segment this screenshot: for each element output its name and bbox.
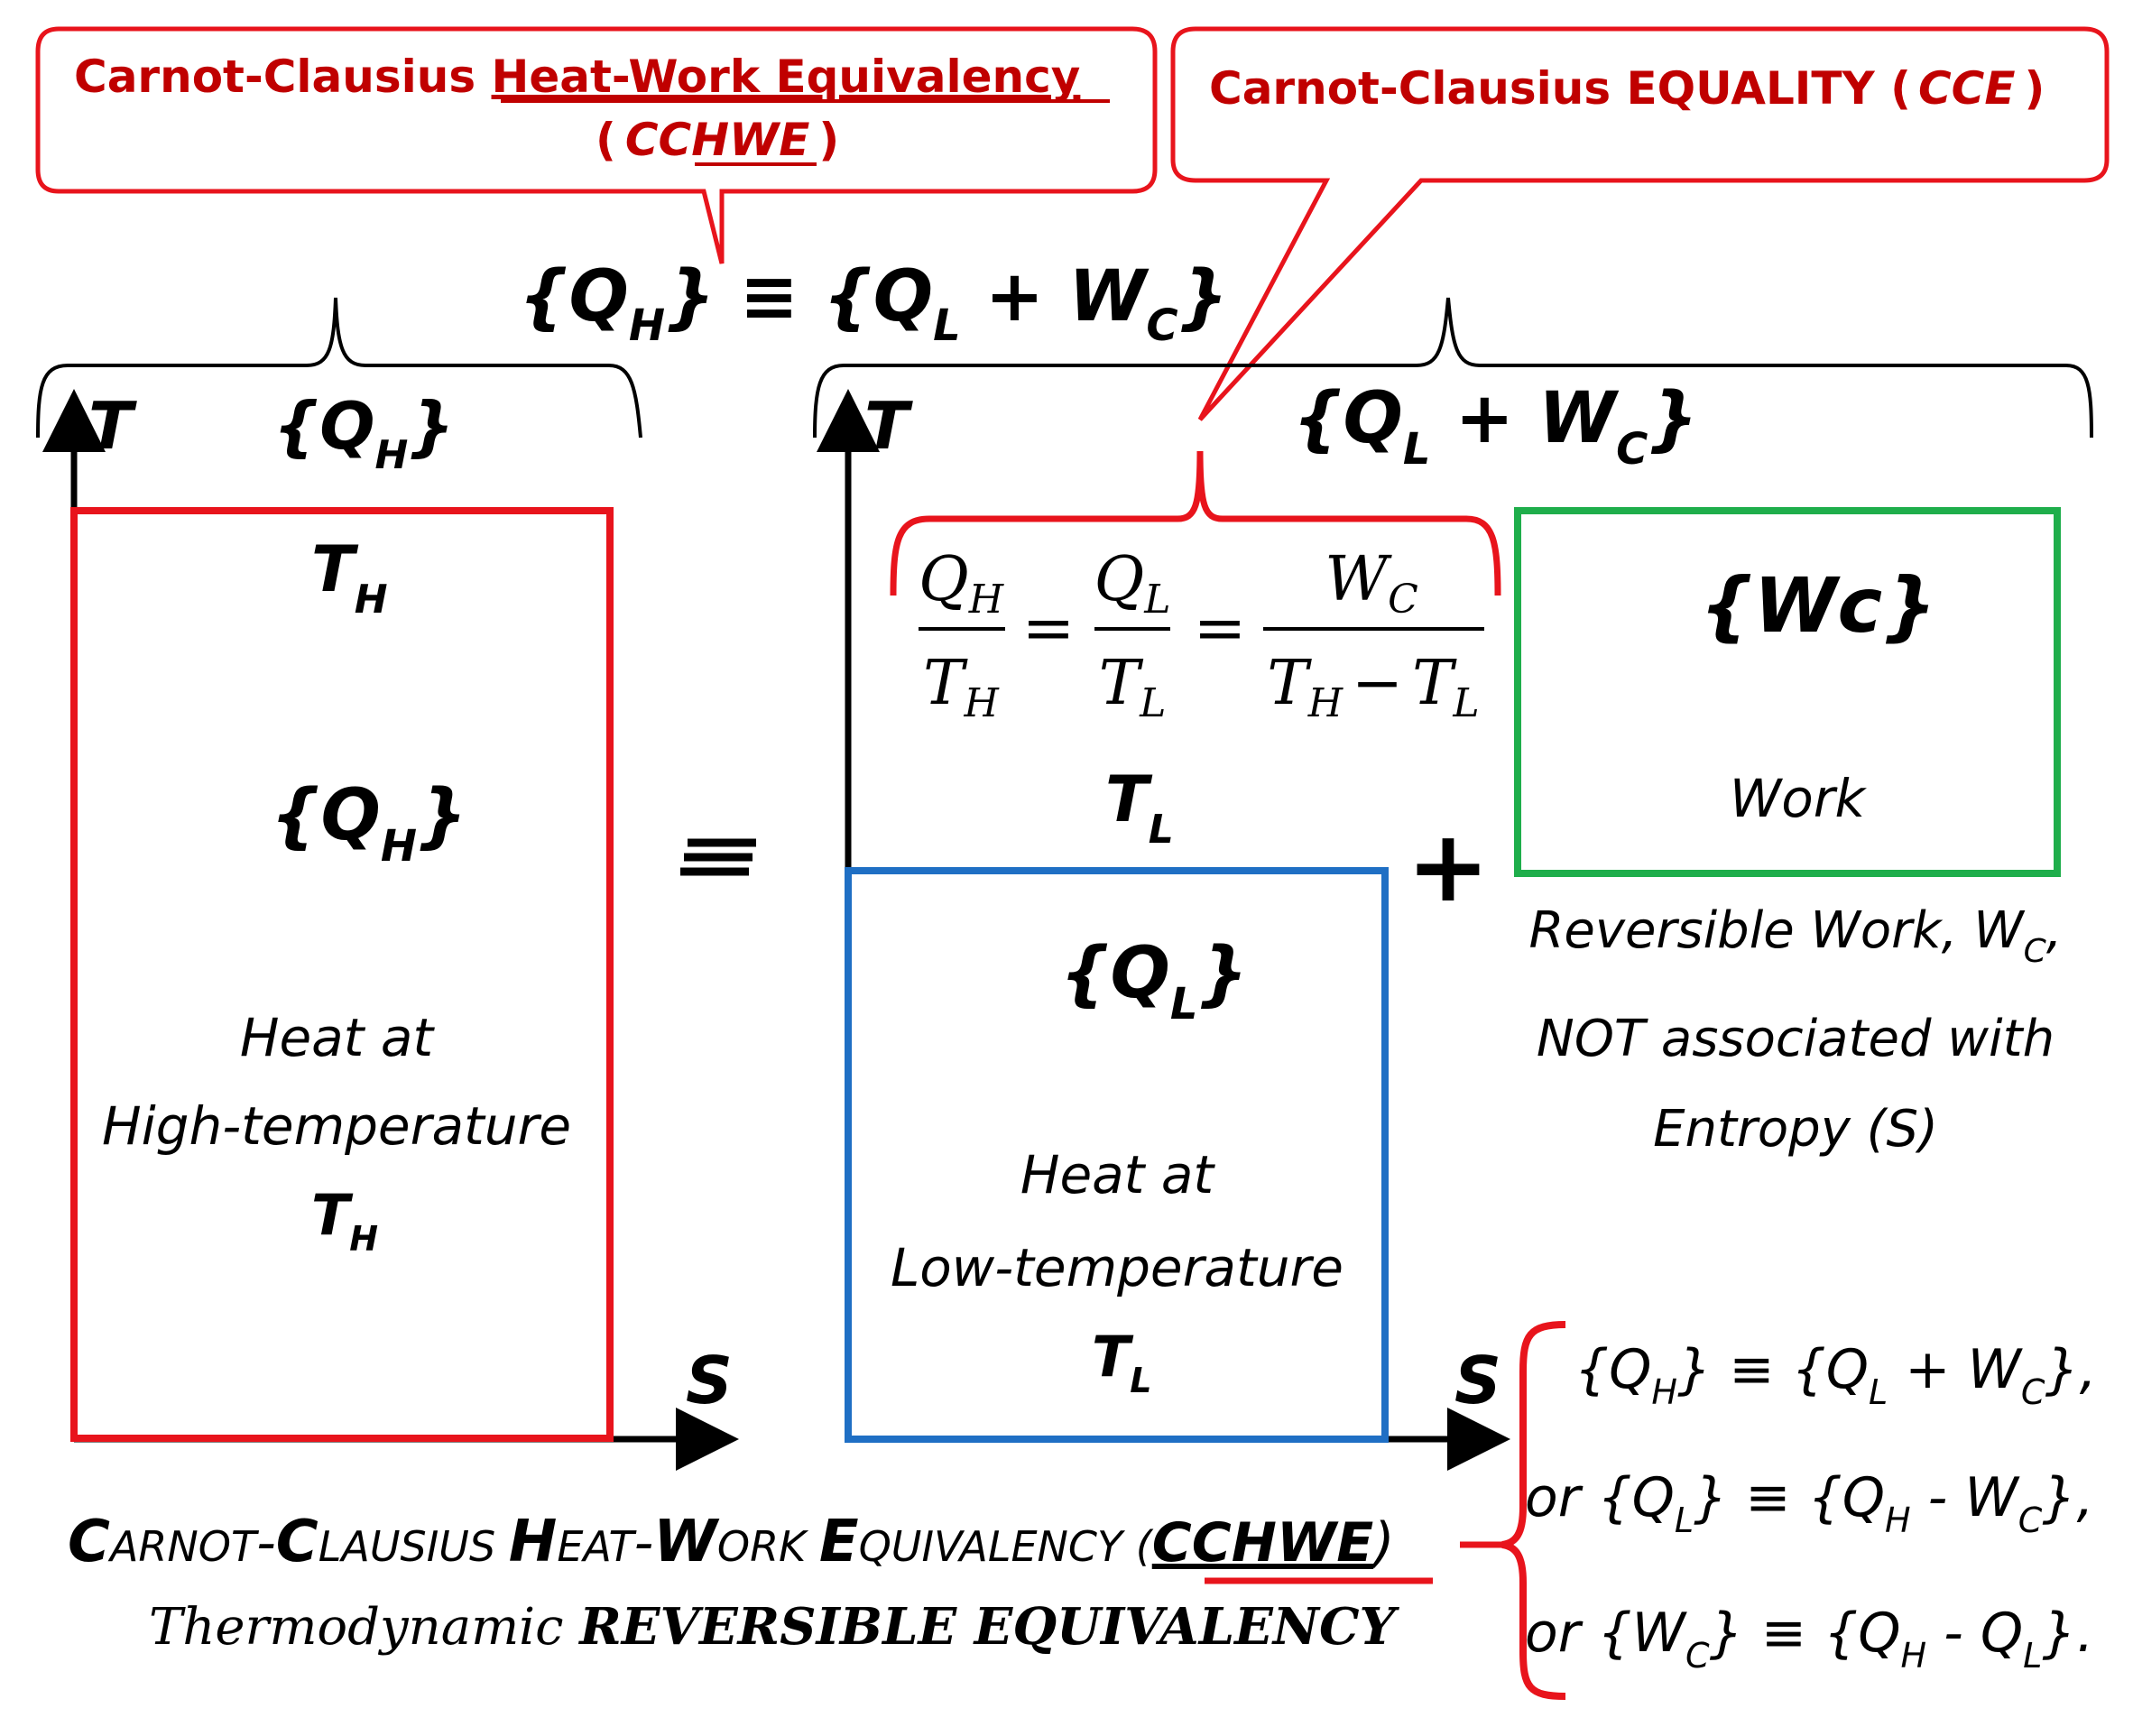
right-heat-line2: Low-temperature [891, 1237, 1344, 1298]
left-heat-line1: Heat at [240, 1007, 436, 1068]
left-s-axis-label: S [686, 1343, 733, 1418]
relation-2: or {QL} ≡ {QH - WC}, [1525, 1466, 2094, 1540]
cchwe-callout: Carnot-Clausius Heat-Work Equivalency (C… [35, 26, 1158, 264]
right-ql-center: {QL} [1060, 933, 1248, 1030]
work-rectangle [1514, 507, 2061, 877]
cchwe-callout-line1: Carnot-Clausius Heat-Work Equivalency [74, 51, 1080, 103]
left-t-axis-label: T [88, 388, 137, 464]
left-brace [36, 297, 642, 439]
left-th-top: TH [311, 532, 388, 623]
relations-red-brace [1501, 1321, 1566, 1700]
top-equation: {QH} ≡ {QL + WC} [519, 256, 1228, 351]
frac3-den: TH−TL [1267, 648, 1479, 726]
right-header-ql-wc: {QL + WC} [1293, 378, 1698, 475]
frac2-num: QL [1094, 544, 1171, 623]
right-heat-line1: Heat at [1020, 1144, 1216, 1205]
left-qh-center: {QH} [271, 775, 467, 872]
caption-line2: Thermodynamic REVERSIBLE EQUIVALENCY [149, 1597, 1400, 1657]
right-t-axis-label: T [864, 388, 913, 464]
carnot-equality: QH TH = QL TL = WC TH−TL [919, 544, 1484, 726]
left-heat-line2: High-temperature [102, 1095, 571, 1157]
caption-line1: CARNOT-CLAUSIUS HEAT-WORK EQUIVALENCY (C… [68, 1509, 1395, 1575]
right-tl-level: TL [1105, 762, 1174, 853]
frac1-den: TH [923, 648, 1000, 726]
plus-sign: + [1407, 808, 1490, 924]
work-box: {Wc} Work Reversible Work, WC, NOT assoc… [1514, 507, 2063, 1159]
cce-callout-text: Carnot-Clausius EQUALITY (CCE) [1209, 62, 2045, 115]
bottom-caption: CARNOT-CLAUSIUS HEAT-WORK EQUIVALENCY (C… [68, 1509, 1433, 1657]
left-th-bottom: TH [311, 1182, 378, 1259]
left-header-qh: {QH} [273, 388, 455, 478]
cce-red-brace [890, 450, 1501, 596]
work-label: Work [1730, 768, 1868, 829]
frac1-num: QH [919, 544, 1005, 623]
right-s-axis-label: S [1454, 1343, 1501, 1418]
cce-callout: Carnot-Clausius EQUALITY (CCE) [1170, 26, 2110, 421]
right-brace [813, 297, 2093, 439]
equals-2: = [1194, 591, 1247, 665]
work-caption-line1: Reversible Work, WC, [1528, 901, 2062, 970]
relation-1: {QH} ≡ {QL + WC}, [1574, 1338, 2097, 1412]
equals-1: = [1022, 591, 1076, 665]
left-ts-diagram: T S {QH} TH {QH} Heat at High-temperatur… [42, 388, 739, 1471]
right-ts-diagram: T S {QL + WC} QH TH = QL TL = WC TH−TL T… [817, 378, 1698, 1471]
frac3-num: WC [1325, 544, 1418, 623]
frac2-den: TL [1099, 648, 1167, 726]
cce-callout-bubble [1170, 26, 2110, 421]
equivalence-sign [680, 838, 756, 876]
work-title: {Wc} [1700, 561, 1936, 650]
right-tl-bottom: TL [1092, 1324, 1152, 1400]
left-heat-rectangle [70, 507, 614, 1442]
cchwe-callout-line2: (CCHWE) [596, 114, 839, 166]
cchwe-callout-bubble [35, 26, 1158, 264]
work-caption-line2: NOT associated with [1537, 1010, 2055, 1068]
relation-3: or {WC} ≡ {QH - QL}. [1525, 1602, 2094, 1676]
right-heat-rectangle [845, 867, 1389, 1443]
work-caption-line3: Entropy (S) [1653, 1100, 1938, 1159]
relations-list: {QH} ≡ {QL + WC}, or {QL} ≡ {QH - WC}, o… [1525, 1338, 2097, 1676]
